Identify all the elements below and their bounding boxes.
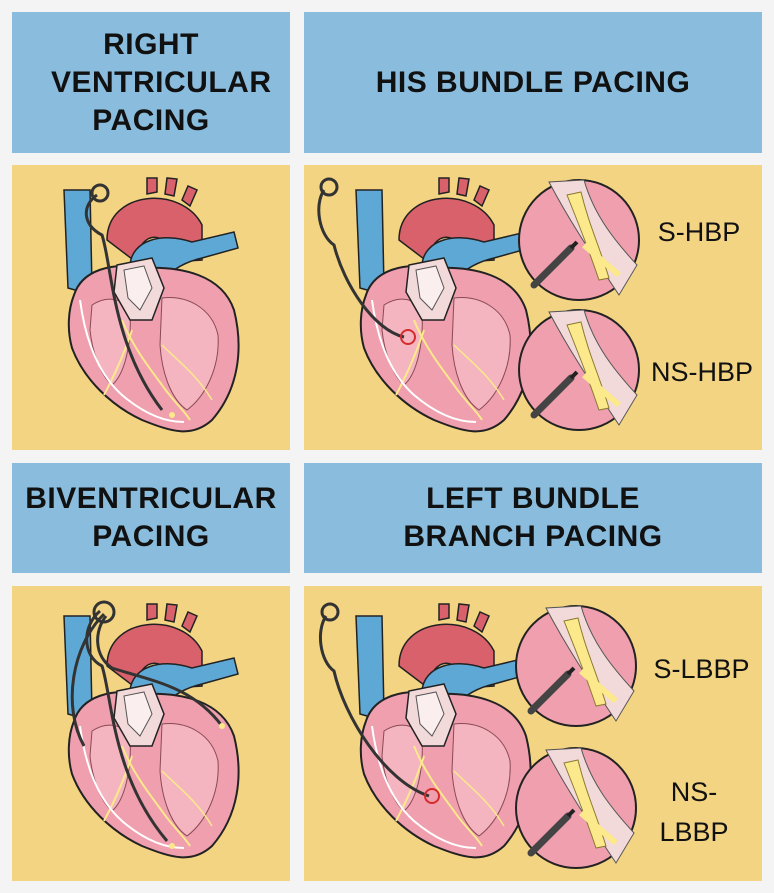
title-left-bundle-branch-pacing: LEFT BUNDLE BRANCH PACING (383, 480, 683, 556)
label-s-lbbp: S-LBBP (644, 652, 759, 686)
lead-tip-icon (169, 412, 175, 418)
header-his-bundle-pacing: HIS BUNDLE PACING (304, 12, 762, 153)
panel-left-bundle-branch-pacing: S-LBBP NS-LBBP (304, 586, 762, 881)
zoom-inset-icon (516, 606, 636, 726)
title-his-bundle-pacing: HIS BUNDLE PACING (376, 64, 691, 102)
header-left-bundle-branch-pacing: LEFT BUNDLE BRANCH PACING (304, 463, 762, 573)
zoom-inset-icon (519, 310, 639, 430)
pacing-lead-icon (92, 185, 108, 201)
title-biventricular-pacing: BIVENTRICULAR PACING (20, 480, 282, 556)
heart-illustration (304, 165, 762, 450)
title-right-ventricular-pacing: RIGHT VENTRICULAR PACING (51, 26, 251, 140)
zoom-inset-icon (519, 180, 639, 300)
panel-his-bundle-pacing: S-HBP NS-HBP (304, 165, 762, 450)
zoom-inset-icon (516, 748, 636, 868)
header-biventricular-pacing: BIVENTRICULAR PACING (12, 463, 290, 573)
header-right-ventricular-pacing: RIGHT VENTRICULAR PACING (12, 12, 290, 153)
panel-biventricular-pacing (12, 586, 290, 881)
label-ns-lbbp: NS-LBBP (654, 772, 734, 852)
label-s-hbp: S-HBP (649, 215, 749, 249)
panel-right-ventricular-pacing (12, 165, 290, 450)
heart-illustration (12, 165, 290, 450)
heart-illustration (12, 586, 290, 881)
label-ns-hbp: NS-HBP (642, 355, 762, 389)
